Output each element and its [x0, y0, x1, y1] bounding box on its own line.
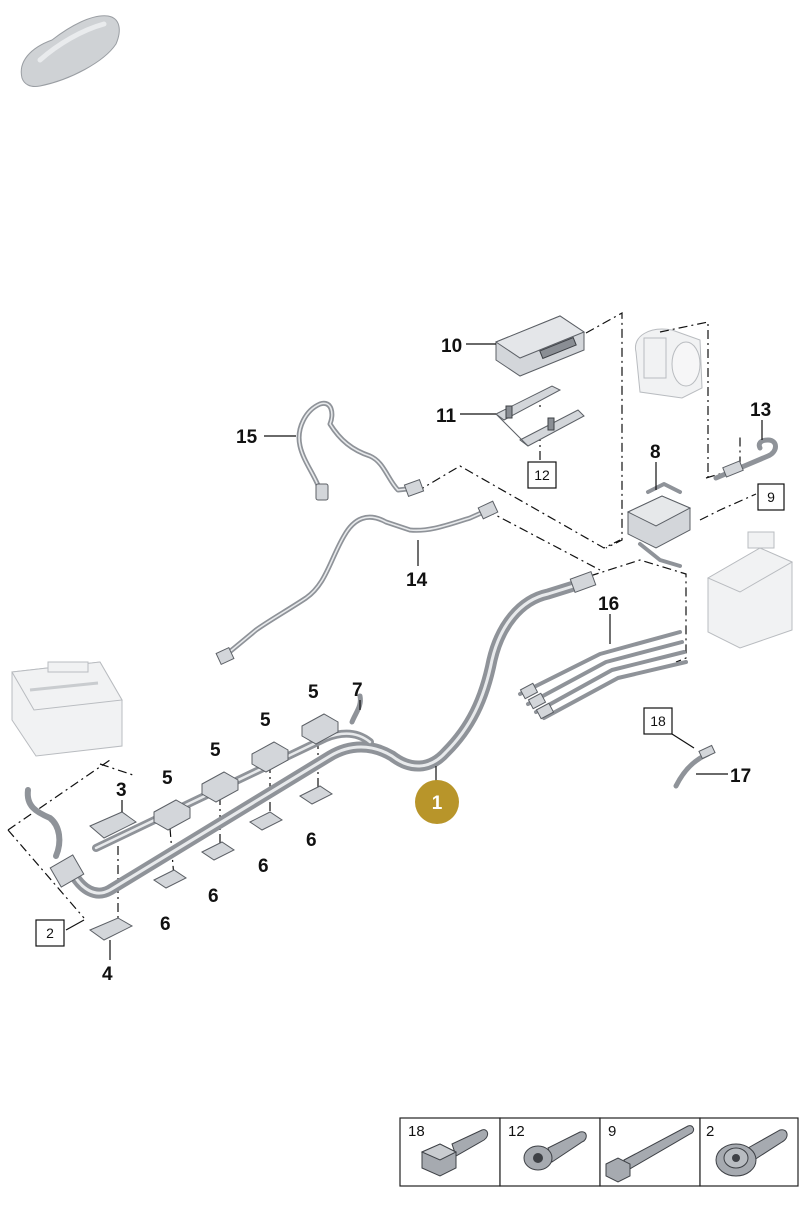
callout-4: 4 [102, 964, 113, 985]
clamps-5 [153, 713, 339, 831]
callout-6: 6 [208, 886, 219, 907]
cable-17 [673, 744, 716, 789]
cable-15 [296, 400, 425, 501]
leader-lines [65, 343, 763, 960]
fastener-number: 12 [508, 1123, 525, 1140]
callout-7: 7 [352, 680, 363, 701]
clamps-6 [153, 785, 333, 889]
control-unit-10 [494, 315, 586, 377]
callout-6: 6 [306, 830, 317, 851]
car-silhouette-icon [20, 15, 120, 87]
torx-bolt-icon [523, 1131, 587, 1171]
bracket-11 [495, 385, 585, 447]
main-cable-harness [24, 571, 597, 899]
cable-16 [518, 630, 688, 720]
ref-box-12: 12 [534, 467, 550, 483]
callout-1: 1 [432, 793, 443, 814]
battery-unit [11, 661, 123, 757]
callout-10: 10 [441, 336, 462, 357]
ref-box-9: 9 [767, 489, 775, 505]
callout-5: 5 [210, 740, 221, 761]
callout-6: 6 [258, 856, 269, 877]
power-electronics-unit [706, 531, 794, 649]
callout-5: 5 [308, 682, 319, 703]
long-hex-bolt-icon [605, 1125, 695, 1183]
callout-13: 13 [750, 400, 771, 421]
callout-6: 6 [160, 914, 171, 935]
callout-15: 15 [236, 427, 258, 448]
fastener-number: 9 [608, 1123, 616, 1140]
boxed-references: 12 9 18 2 [35, 461, 785, 947]
electric-motor-unit [634, 328, 703, 399]
cable-14 [215, 500, 499, 666]
callout-17: 17 [730, 766, 751, 787]
main-part-marker: 1 [415, 780, 459, 824]
callout-labels: 10 11 15 14 16 8 13 17 7 5 5 5 5 3 6 6 6… [102, 336, 771, 985]
callout-5: 5 [260, 710, 271, 731]
hex-bolt-icon [420, 1129, 489, 1177]
bracket-4 [88, 917, 134, 941]
ref-box-18: 18 [650, 713, 666, 729]
ref-box-2: 2 [46, 925, 54, 941]
fastener-table: 18 12 9 2 [399, 1117, 799, 1187]
callout-8: 8 [650, 442, 661, 463]
fastener-number: 2 [706, 1123, 714, 1140]
flange-torx-bolt-icon [715, 1129, 788, 1177]
callout-5: 5 [162, 768, 173, 789]
junction-unit-8 [626, 482, 692, 568]
cable-13 [713, 437, 778, 481]
fastener-number: 18 [408, 1123, 425, 1140]
callout-11: 11 [436, 406, 457, 427]
callout-16: 16 [598, 594, 619, 615]
callout-14: 14 [406, 570, 428, 591]
bracket-3 [89, 811, 137, 839]
callout-3: 3 [116, 780, 127, 801]
